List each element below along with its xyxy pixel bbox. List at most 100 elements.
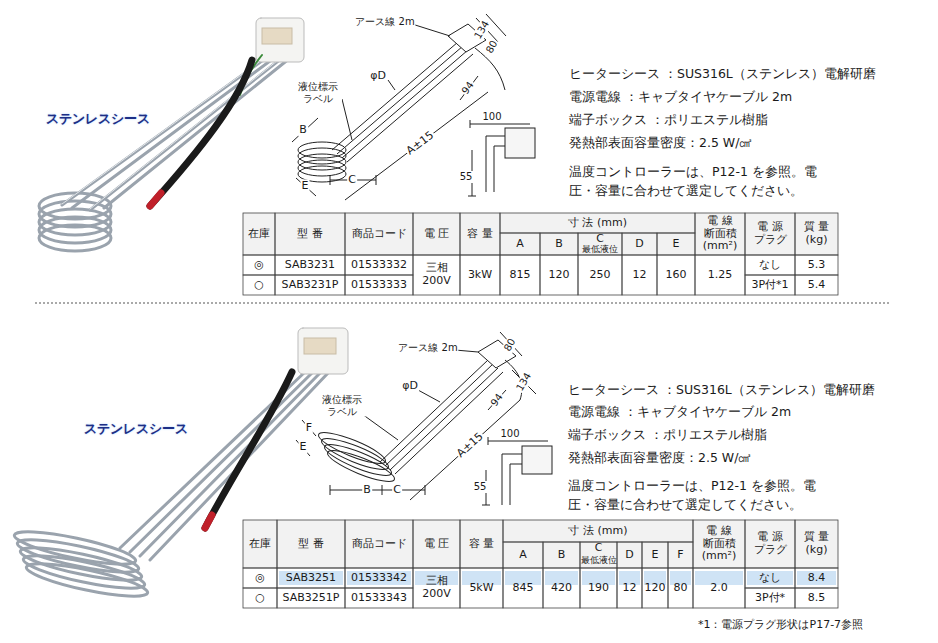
table-cell: 電 圧 [414, 521, 459, 567]
table-cell: 250 [579, 256, 621, 294]
spec-text: 端子ボックス ：ポリエステル樹脂 [567, 427, 768, 442]
table-cell: A [504, 543, 542, 567]
heater-line-drawing [296, 332, 552, 505]
table-cell-border [460, 255, 500, 295]
dimension-label: E [301, 179, 310, 192]
dimension-label: 134 [514, 370, 535, 394]
table-cell: B [541, 234, 577, 254]
table-cell: 420 [544, 569, 579, 607]
table-cell: 質 量 (kg) [796, 214, 837, 254]
heater-line-drawing [292, 14, 535, 200]
table-cell: 120 [643, 569, 667, 607]
table-cell-border [795, 520, 838, 568]
badge-label: ステンレスシース [40, 106, 156, 130]
table-cell-border [622, 233, 657, 255]
table-cell: 容 量 [461, 521, 502, 567]
table-cell: 5kW [461, 569, 502, 607]
table-cell-border [540, 255, 578, 295]
table-cell-border [275, 275, 345, 295]
table-cell: E [643, 543, 667, 567]
separator [35, 302, 890, 303]
table-cell-border [413, 568, 460, 608]
dimension-label: C [392, 483, 402, 496]
table-cell-border [277, 520, 345, 568]
leader-label: 液位標示 ラベル [294, 81, 342, 104]
table-cell-border [275, 255, 345, 275]
dimension-label: C [347, 173, 357, 186]
table-cell-border [500, 213, 695, 233]
leader-label: φD [401, 379, 419, 392]
badge-label: ステンレスシース [78, 416, 194, 440]
table-cell-border [460, 213, 500, 255]
table-cell-border [345, 275, 413, 295]
table-cell: 01533343 [346, 589, 412, 607]
table-cell-border [668, 568, 693, 608]
spec-text: ヒーターシース ：SUS316L（ステンレス）電解研磨 [567, 382, 876, 397]
dimension-label: F [305, 421, 313, 434]
table-cell: 80 [669, 569, 692, 607]
spec-text: 電源電線 ：キャブタイヤケーブル 2m [567, 404, 792, 419]
dimension-label: 80 [501, 336, 519, 355]
dimension-label: 100 [481, 111, 502, 123]
table-cell-border [578, 255, 622, 295]
table-cell-border [345, 520, 413, 568]
table-cell: SAB3231 [276, 256, 344, 274]
spec-text: ヒーターシース ：SUS316L（ステンレス）電解研磨 [568, 66, 877, 81]
table-cell-border [795, 568, 838, 588]
table-cell-border [745, 275, 795, 295]
table-cell: 8.5 [796, 589, 837, 607]
table-cell-border [657, 233, 695, 255]
table-cell-border [642, 568, 668, 608]
table-cell-border [243, 255, 275, 275]
table-cell-border [540, 233, 578, 255]
table-cell-border [503, 542, 543, 568]
table-cell: 5.3 [796, 256, 837, 274]
dimension-label: 100 [499, 428, 520, 440]
table-cell: ○ [244, 589, 276, 607]
table-cell-border [580, 568, 617, 608]
table-cell-border [460, 520, 503, 568]
table-cell-border [622, 255, 657, 295]
dimension-label: 55 [473, 481, 488, 493]
table-cell: 三相 200V [414, 569, 459, 607]
table-cell: D [618, 543, 641, 567]
note-text: 温度コントローラーは、P12-1 を参照。電圧・容量に合わせて選定してください。 [568, 163, 840, 201]
leader-label: φD [369, 69, 387, 82]
table-cell-border [745, 568, 795, 588]
table-cell: 815 [501, 256, 539, 294]
dimension-label: B [298, 123, 308, 136]
dimension-label: A±15 [453, 429, 486, 461]
table-cell: ◎ [244, 569, 276, 587]
table-cell: 電 線 断面積 (mm²) [696, 214, 744, 254]
table-cell-border [345, 255, 413, 275]
table-cell: 01533342 [346, 569, 412, 587]
badge-text: ステンレスシース [46, 111, 150, 126]
table-cell-border [503, 568, 543, 608]
table-cell: 商品コード [346, 214, 412, 254]
leader-label: アース線 2m [397, 342, 458, 354]
table-cell-border [795, 213, 838, 255]
table-cell-border [795, 255, 838, 275]
table-cell: F [669, 543, 692, 567]
badge-text: ステンレスシース [84, 421, 188, 436]
dimension-label: B [362, 483, 372, 496]
footnote: *1：電源プラグ形状はP17-7参照 [697, 618, 864, 631]
table-cell: SAB3251 [278, 569, 344, 587]
dimension-label: 94 [488, 391, 506, 410]
table-cell-border [695, 255, 745, 295]
table-cell: 在庫 [244, 214, 274, 254]
dimension-label: A±15 [403, 128, 437, 158]
table-cell-border [745, 213, 795, 255]
table-cell-border [617, 568, 642, 608]
dimension-label: 80 [483, 38, 501, 57]
table-cell: A [501, 234, 539, 254]
table-cell-border [668, 542, 693, 568]
table-cell-border [745, 520, 795, 568]
table-cell: 電 線 断面積 (mm²) [694, 521, 744, 567]
table-cell: B [544, 543, 579, 567]
table-cell: 在庫 [244, 521, 276, 567]
table-cell-border [642, 542, 668, 568]
table-cell: 3kW [461, 256, 499, 294]
table-cell: 質 量 (kg) [796, 521, 837, 567]
